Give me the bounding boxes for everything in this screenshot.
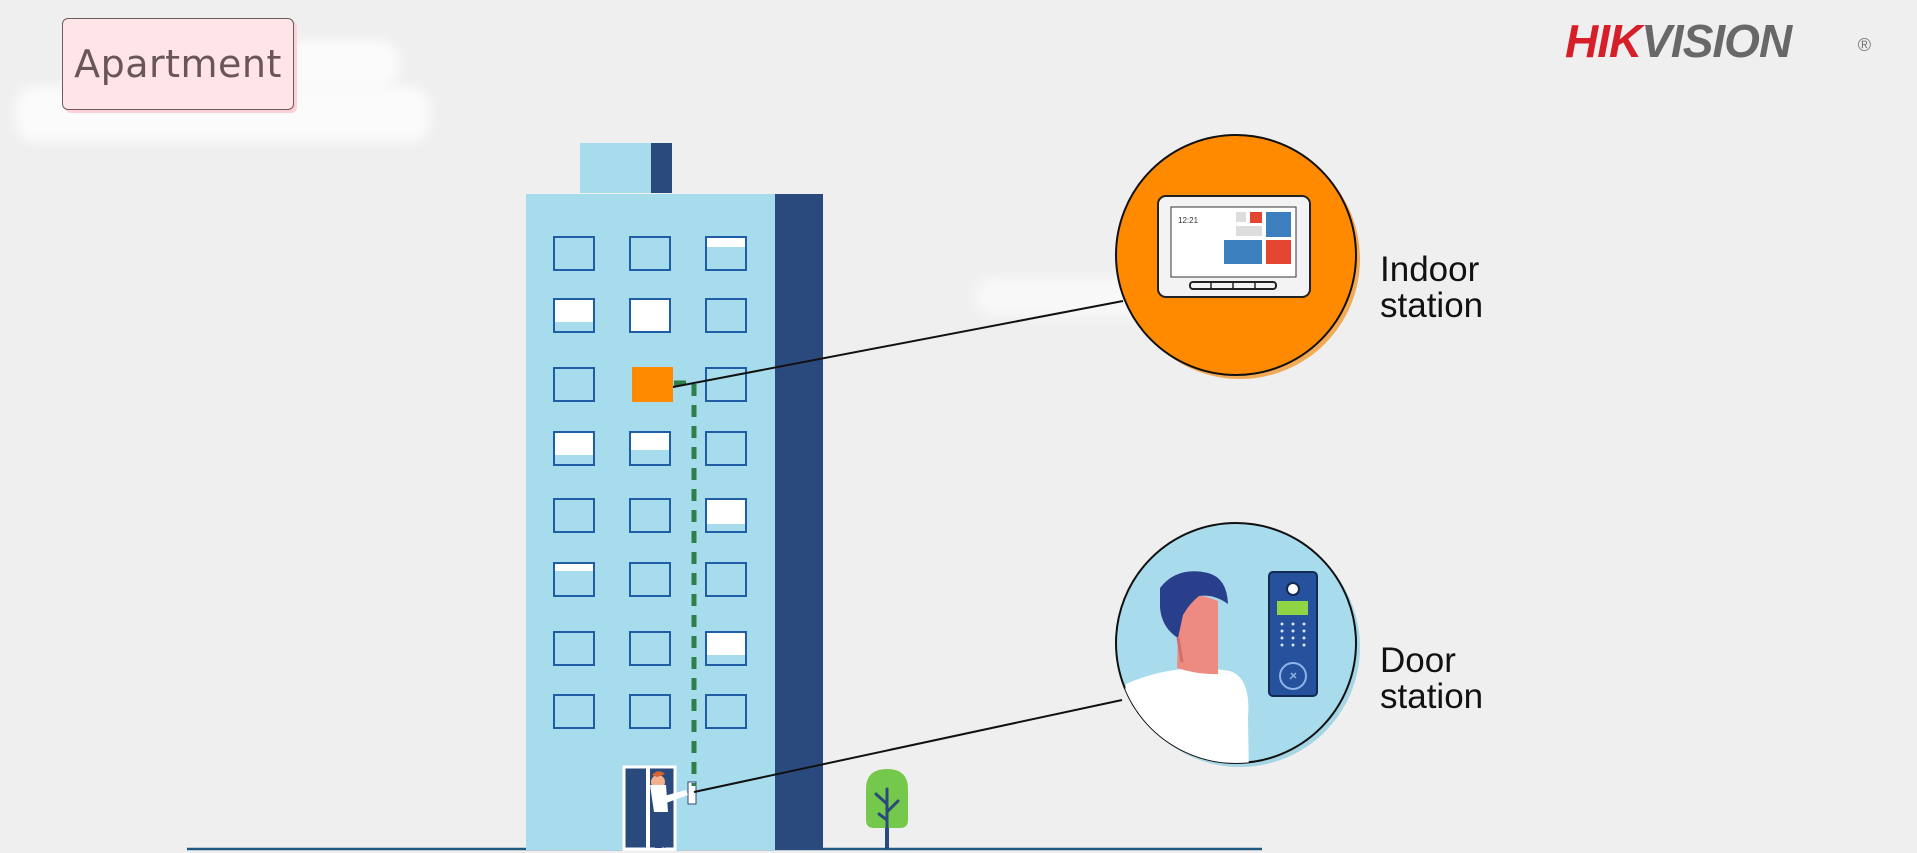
person-hair: [1160, 571, 1228, 638]
door-station-callout: [1115, 522, 1360, 767]
window: [705, 298, 747, 333]
registered-mark: ®: [1857, 35, 1871, 55]
window: [705, 694, 747, 729]
door-station-label: Door station: [1380, 641, 1484, 716]
door-callout-line: [693, 699, 1123, 793]
screen-tile: [1266, 240, 1291, 264]
window-light: [555, 564, 593, 571]
window: [705, 236, 747, 271]
window: [705, 498, 747, 533]
window: [553, 631, 595, 666]
window: [629, 431, 671, 466]
window: [705, 367, 747, 402]
window: [553, 236, 595, 271]
window-light: [707, 500, 745, 524]
card-reader-icon: [1289, 672, 1297, 680]
door-station-card-reader: [1279, 662, 1307, 690]
visitor-figure: [650, 771, 688, 848]
door-station-display: [1277, 601, 1308, 615]
window: [553, 562, 595, 597]
indoor-station-callout: 12:21: [1115, 134, 1360, 379]
window-light: [555, 433, 593, 455]
window: [553, 431, 595, 466]
screen-tile: [1250, 212, 1262, 223]
window: [705, 631, 747, 666]
hikvision-logo-vision: VISION: [1641, 15, 1792, 67]
roof-box-dark: [651, 143, 672, 193]
window: [629, 562, 671, 597]
apartment-tag: Apartment: [62, 18, 294, 110]
window: [629, 694, 671, 729]
screen-tile: [1266, 212, 1291, 237]
door-station-keypad: [1280, 622, 1306, 647]
window: [705, 431, 747, 466]
building-windows: [553, 236, 747, 729]
building-side: [775, 194, 823, 850]
person-face: [1172, 594, 1218, 675]
screen-tile: [1236, 226, 1262, 236]
window: [629, 498, 671, 533]
indoor-callout-line: [672, 300, 1124, 388]
window: [553, 694, 595, 729]
apartment-tag-label: Apartment: [74, 42, 282, 86]
window: [629, 236, 671, 271]
tree: [866, 769, 908, 849]
screen-tile: [1236, 212, 1246, 222]
window-light: [707, 633, 745, 655]
window-light: [631, 433, 669, 450]
hikvision-logo: HIKVISION ®: [1565, 12, 1871, 70]
window-light: [707, 238, 745, 247]
window: [629, 631, 671, 666]
window: [629, 298, 671, 333]
apartment-building: [526, 143, 823, 851]
indoor-station-label: Indoor station: [1380, 250, 1484, 325]
entrance-door-center-line: [646, 768, 650, 849]
door-station-marker: [687, 781, 697, 805]
hikvision-logo-hik: HIK: [1565, 15, 1642, 67]
connection-wire: [674, 380, 697, 786]
screen-time: 12:21: [1178, 216, 1199, 225]
window: [553, 298, 595, 333]
indoor-station-window-marker: [632, 367, 673, 402]
window: [705, 562, 747, 597]
window: [553, 498, 595, 533]
window-light: [555, 300, 593, 322]
window: [553, 367, 595, 402]
screen-tile: [1224, 240, 1262, 264]
door-station-camera: [1286, 582, 1300, 596]
